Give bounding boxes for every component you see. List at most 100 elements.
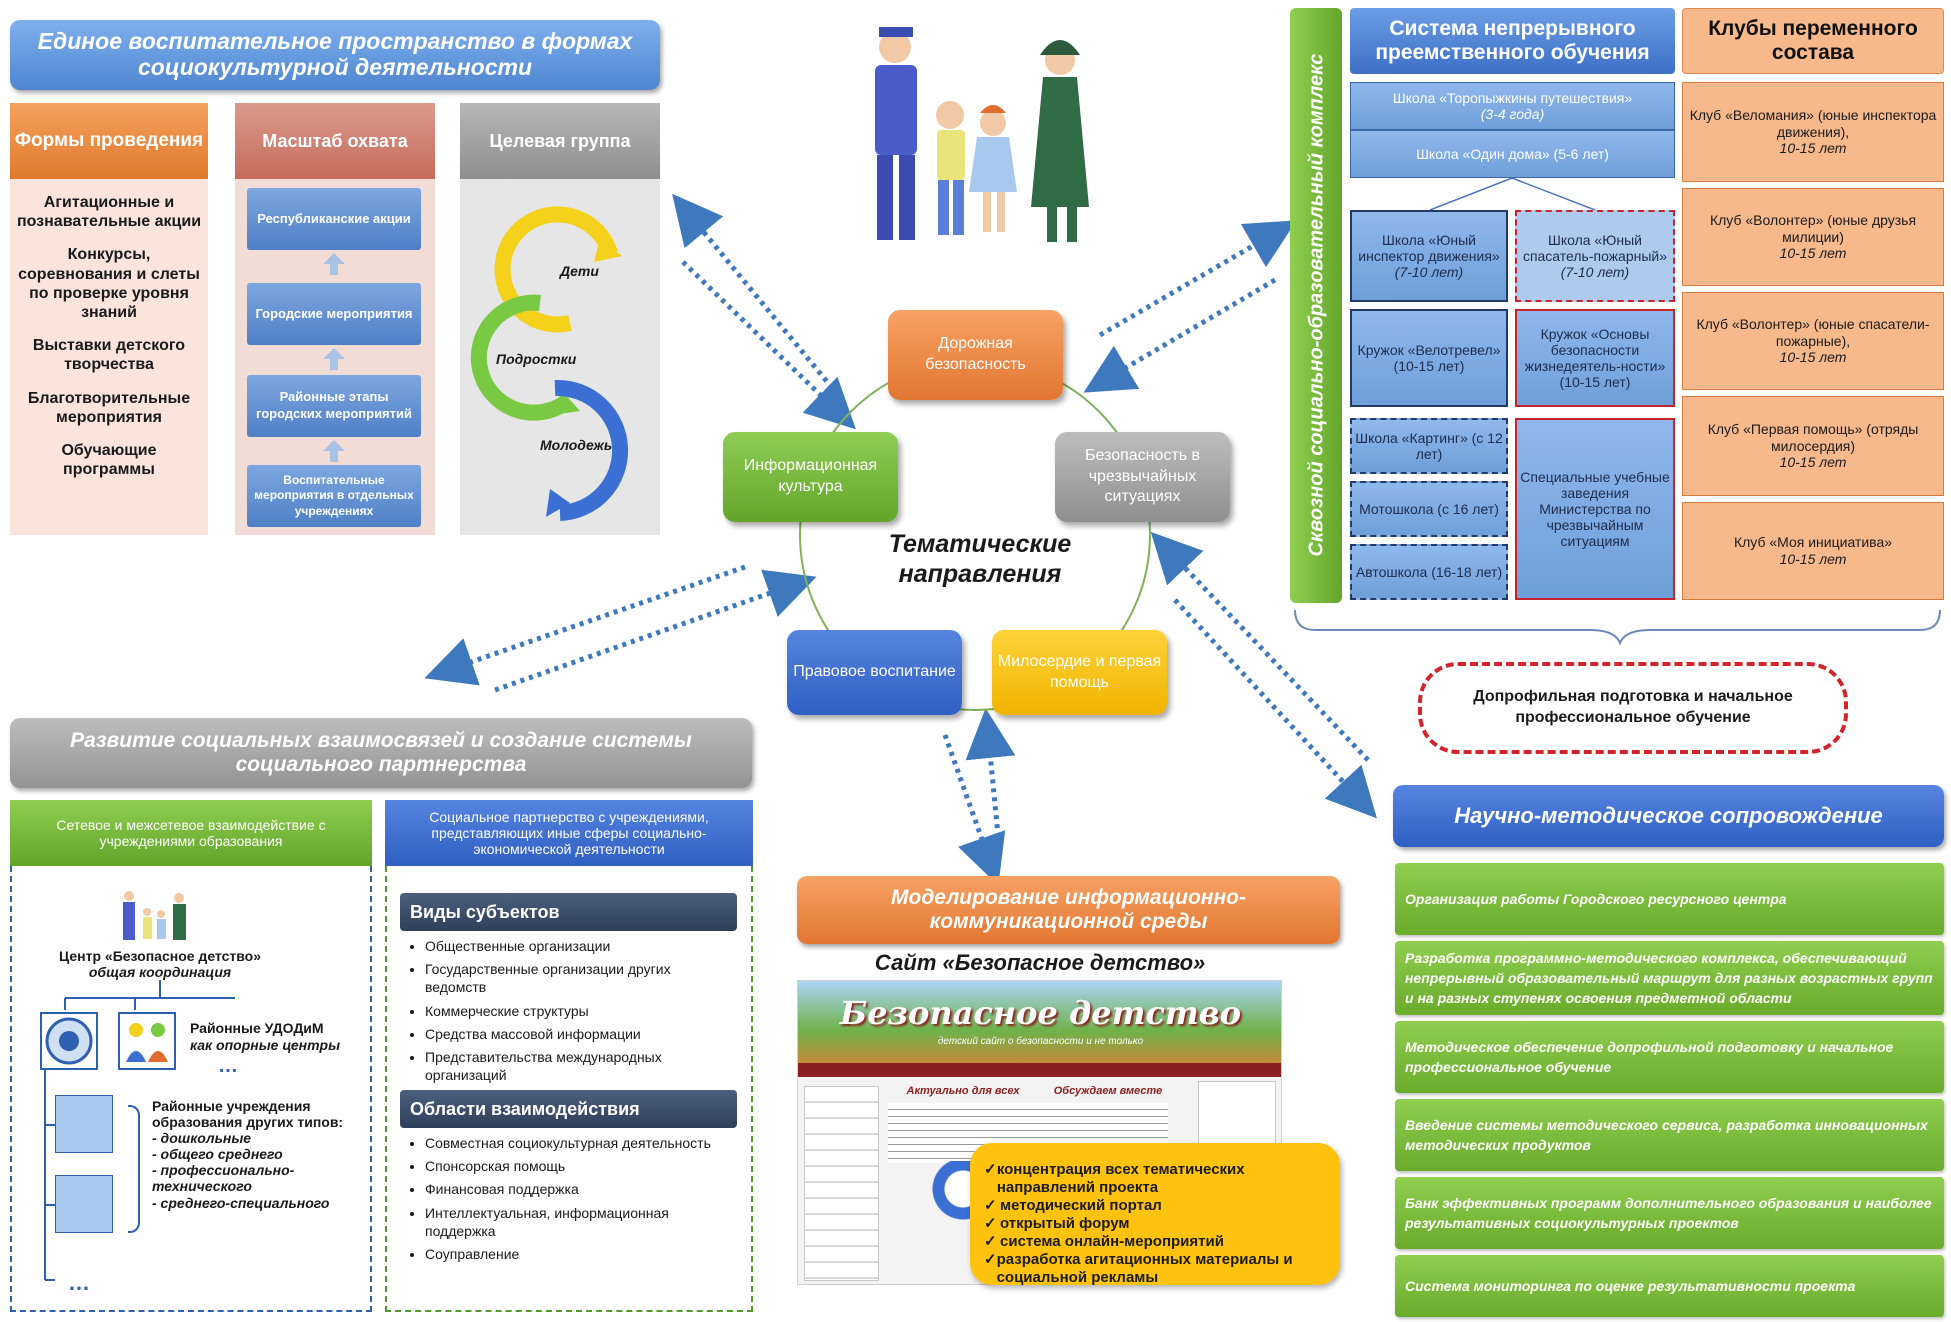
areas-title: Области взаимодействия <box>400 1090 737 1128</box>
forms-item: Конкурсы, соревнования и слеты по провер… <box>18 246 200 321</box>
school-young-firefighter-label: Школа «Юный спасатель-пожарный» <box>1522 231 1668 264</box>
site-features-box: ✓концентрация всех тематических направле… <box>970 1143 1340 1286</box>
arrow-up-icon <box>323 253 345 275</box>
club-first-aid-label: Клуб «Первая помощь» (отряды милосердия) <box>1707 420 1919 454</box>
placeholder-box <box>55 1095 113 1153</box>
area-item: Спонсорская помощь <box>425 1157 728 1175</box>
autoschool: Автошкола (16-18 лет) <box>1350 544 1508 600</box>
scale-item-district: Районные этапы городских мероприятий <box>247 375 421 437</box>
family-small-icon <box>123 891 186 940</box>
scientific-support-banner: Научно-методическое сопровождение <box>1393 785 1944 847</box>
site-feature-item: ✓система онлайн-мероприятий <box>984 1233 1224 1250</box>
forms-item: Благотворительные мероприятия <box>27 389 191 426</box>
emergency-ministry-schools: Специальные учебные заведения Министерст… <box>1515 418 1675 600</box>
school-young-firefighter-age: (7-10 лет) <box>1560 264 1630 281</box>
forms-list: Агитационные и познавательные акции Конк… <box>10 193 208 479</box>
area-item: Финансовая поддержка <box>425 1180 728 1198</box>
subject-item: Общественные организации <box>425 937 728 955</box>
subjects-title: Виды субъектов <box>400 893 737 931</box>
target-column-title: Целевая группа <box>460 103 660 179</box>
forms-column: Формы проведения Агитационные и познават… <box>10 103 208 535</box>
complex-vertical-label: Сквозной социально-образовательный компл… <box>1305 53 1327 557</box>
club-volunteer-rescuers-age: 10-15 лет <box>1779 349 1847 366</box>
arrow-up-icon <box>323 440 345 462</box>
emblem-icon <box>40 1012 98 1070</box>
target-item-children: Дети <box>560 263 599 279</box>
socio-cultural-banner: Единое воспитательное пространство в фор… <box>10 20 660 90</box>
thematic-title: Тематические направления <box>888 530 1072 588</box>
site-column-heading-2: Обсуждаем вместе <box>1053 1085 1163 1097</box>
school-toropyzhkiny: Школа «Торопыжкины путешествия» (3-4 год… <box>1350 82 1675 130</box>
circle-life-safety: Кружок «Основы безопасности жизнедеятель… <box>1515 309 1675 407</box>
school-young-inspector-age: (7-10 лет) <box>1394 264 1464 281</box>
club-velomania-label: Клуб «Веломания» (юные инспектора движен… <box>1689 106 1937 140</box>
family-illustration <box>875 27 1089 242</box>
site-feature-item: ✓концентрация всех тематических направле… <box>984 1161 1245 1196</box>
social-partnership-head: Социальное партнерство с учреждениями, п… <box>385 800 753 866</box>
system-title: Система непрерывного преемственного обуч… <box>1350 8 1675 74</box>
support-item: Методическое обеспечение допрофильной по… <box>1395 1021 1944 1093</box>
other-type-item: - общего среднего <box>152 1146 283 1163</box>
preprofile-training-box: Допрофильная подготовка и начальное проф… <box>1418 662 1848 754</box>
district-centers-label: Районные УДОДиМ <box>190 1020 324 1036</box>
target-item-youth: Молодежь <box>540 437 613 453</box>
school-home-alone: Школа «Один дома» (5-6 лет) <box>1350 130 1675 178</box>
club-volunteer-police-label: Клуб «Волонтер» (юные друзья милиции) <box>1709 211 1917 245</box>
forms-item: Агитационные и познавательные акции <box>16 194 202 231</box>
subjects-list: Общественные организации Государственные… <box>403 937 728 1089</box>
target-column: Целевая группа Дети Подростки Молодежь <box>460 103 660 535</box>
club-volunteer-police-age: 10-15 лет <box>1779 245 1847 262</box>
site-feature-item: ✓методический портал <box>984 1197 1162 1214</box>
scale-item-city: Городские мероприятия <box>247 283 421 345</box>
school-toropyzhkiny-age: (3-4 года) <box>1480 106 1545 122</box>
direction-info-culture: Информационная культура <box>723 432 898 522</box>
checkmark-icon: ✓ <box>984 1215 997 1232</box>
areas-list: Совместная социокультурная деятельность … <box>403 1134 728 1268</box>
network-tree-lines <box>44 980 235 1281</box>
forms-column-title: Формы проведения <box>10 103 208 179</box>
district-centers-role: как опорные центры <box>190 1036 341 1053</box>
site-feature-item: ✓открытый форум <box>984 1215 1130 1232</box>
club-my-initiative-label: Клуб «Моя инициатива» <box>1733 534 1893 551</box>
site-menu-bar <box>798 1063 1281 1077</box>
target-item-teens: Подростки <box>496 351 577 367</box>
circle-velotravel: Кружок «Велотревел» (10-15 лет) <box>1350 309 1508 407</box>
club-first-aid-age: 10-15 лет <box>1779 454 1847 471</box>
forms-item: Обучающие программы <box>61 441 157 479</box>
district-centers: Районные УДОДиМ как опорные центры … <box>190 1020 370 1078</box>
ict-environment-banner: Моделирование информационно-коммуникацио… <box>797 876 1340 944</box>
other-types-title: Районные учреждения образования других т… <box>152 1098 344 1131</box>
scale-column: Масштаб охвата Республиканские акции Гор… <box>235 103 435 535</box>
social-partnership-panel <box>385 866 753 1312</box>
area-item: Совместная социокультурная деятельность <box>425 1134 728 1152</box>
checkmark-icon: ✓ <box>984 1233 997 1250</box>
direction-mercy-first-aid: Милосердие и первая помощь <box>992 630 1167 715</box>
complex-label-bar: Сквозной социально-образовательный компл… <box>1290 8 1342 603</box>
network-interaction-head: Сетевое и межсетевое взаимодействие с уч… <box>10 800 372 866</box>
subject-item: Средства массовой информации <box>425 1025 728 1043</box>
area-item: Соуправление <box>425 1245 728 1263</box>
club-velomania: Клуб «Веломания» (юные инспектора движен… <box>1682 82 1944 182</box>
partnership-banner: Развитие социальных взаимосвязей и созда… <box>10 718 752 788</box>
checkmark-icon: ✓ <box>984 1251 997 1268</box>
placeholder-box <box>55 1175 113 1233</box>
support-item: Банк эффективных программ дополнительног… <box>1395 1177 1944 1249</box>
system-tree-lines <box>1429 178 1596 210</box>
center-safe-childhood-role: общая координация <box>88 964 232 981</box>
site-logo: Безопасное детство <box>839 994 1242 1032</box>
support-item: Разработка программно-методического комп… <box>1395 941 1944 1015</box>
site-column-heading-1: Актуально для всех <box>906 1085 1020 1097</box>
network-interaction-panel <box>10 866 372 1312</box>
other-types-brace <box>128 1105 140 1233</box>
club-first-aid: Клуб «Первая помощь» (отряды милосердия)… <box>1682 396 1944 496</box>
club-my-initiative-age: 10-15 лет <box>1779 551 1847 567</box>
support-item: Организация работы Городского ресурсного… <box>1395 863 1944 935</box>
subject-item: Государственные организации других ведом… <box>425 960 728 996</box>
motoschool: Мотошкола (с 16 лет) <box>1350 481 1508 537</box>
scale-item-republic: Республиканские акции <box>247 188 421 250</box>
subject-item: Представительства международных организа… <box>425 1048 728 1084</box>
other-type-item: - профессионально-технического <box>152 1162 295 1195</box>
checkmark-icon: ✓ <box>984 1161 997 1178</box>
site-header: Безопасное детство детский сайт о безопа… <box>798 981 1281 1063</box>
site-left-column <box>804 1086 879 1281</box>
